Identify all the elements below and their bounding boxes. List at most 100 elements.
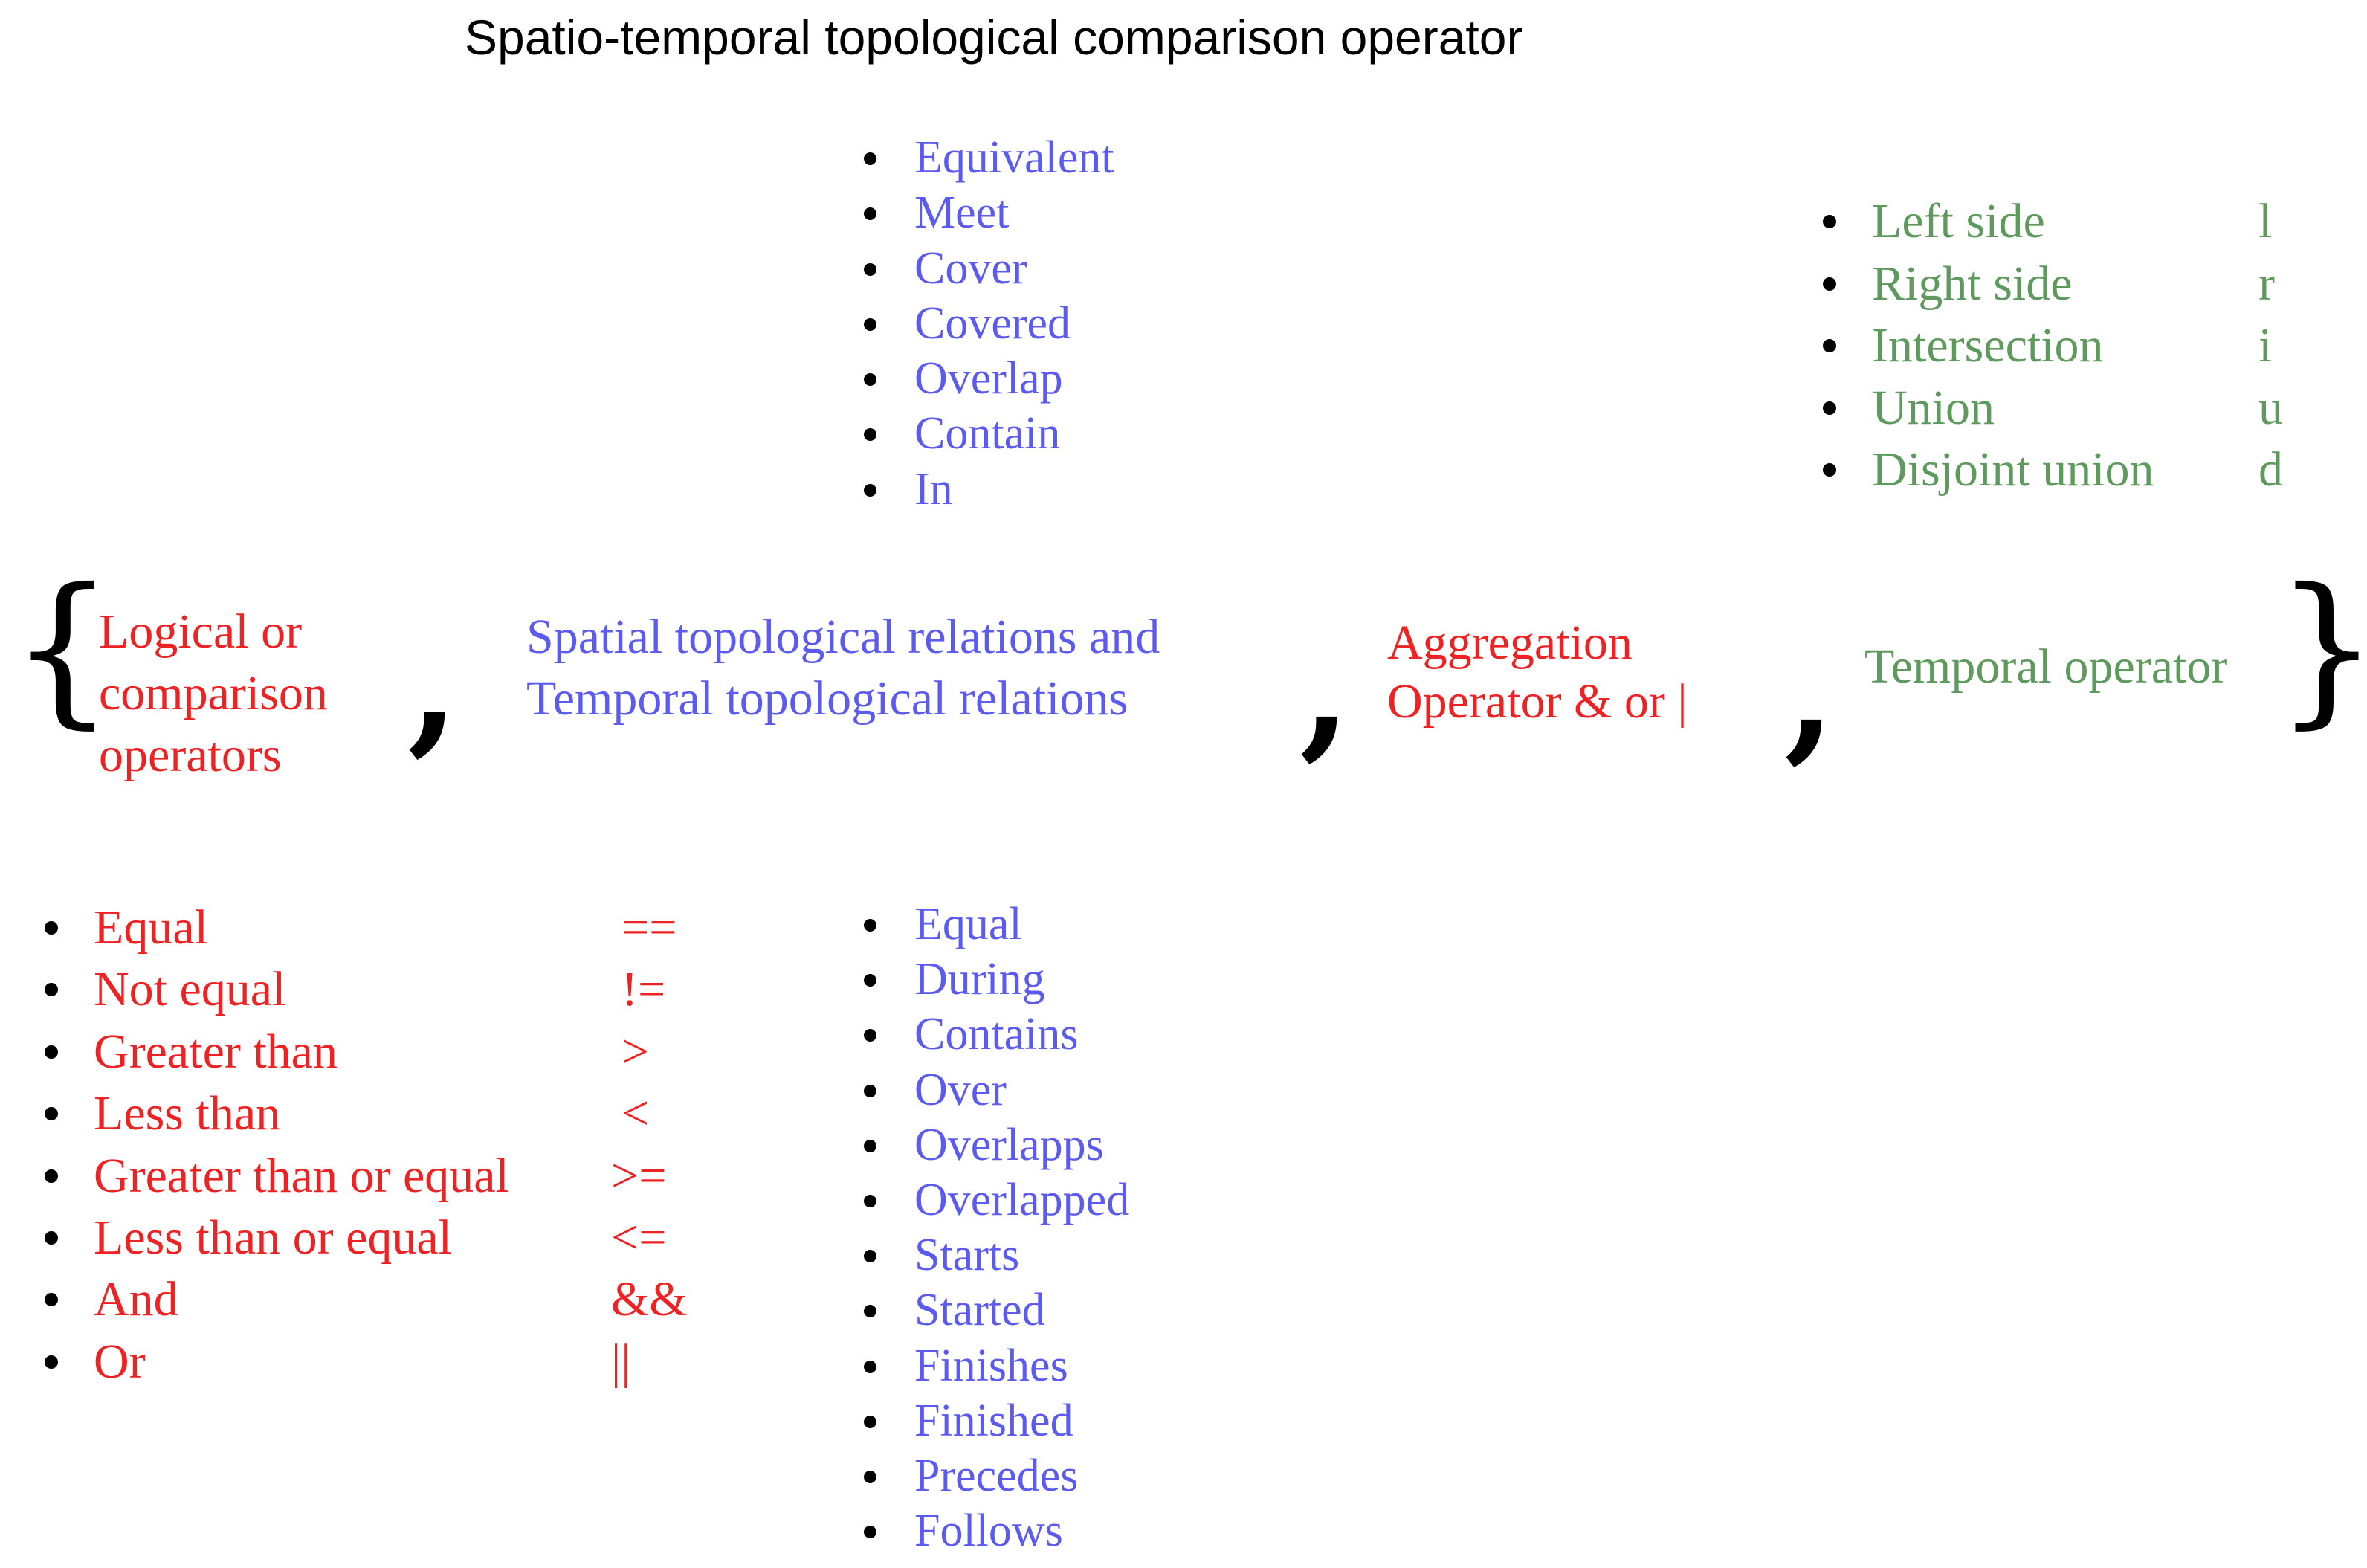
spatial-relation-item: Equivalent [862, 130, 1114, 185]
temporal-relation-item: Started [862, 1283, 1129, 1338]
temporal-relation-item: Starts [862, 1227, 1129, 1283]
temporal-group-label: Temporal operator [1864, 639, 2228, 694]
list-item-label: Over [914, 1064, 1007, 1115]
bullet-icon [1823, 463, 1836, 477]
comparison-operator-item: Not equal!= [42, 958, 665, 1020]
bullet-icon [1823, 277, 1836, 291]
operator-symbol: >= [611, 1148, 667, 1203]
logical-label-line: Logical or [99, 604, 303, 659]
list-item-label: Or [94, 1334, 146, 1389]
spatial-relation-item: Cover [862, 241, 1114, 296]
aggregation-label-line: Operator & or | [1387, 674, 1688, 729]
bullet-icon [864, 207, 876, 221]
spatial-label-line: Temporal topological relations [526, 671, 1128, 726]
aggregation-group-label: Aggregation Operator & or | [1387, 601, 1688, 743]
list-item-label: Follows [914, 1506, 1063, 1557]
logical-label-line: operators [99, 728, 282, 782]
separator-comma: , [1299, 601, 1352, 775]
list-item-label: Started [914, 1285, 1045, 1336]
list-item-label: Greater than or equal [94, 1148, 509, 1203]
temporal-relation-item: Finishes [862, 1338, 1129, 1393]
list-item-label: Union [1872, 380, 1995, 435]
bullet-icon [864, 373, 876, 387]
list-item-label: Disjoint union [1872, 442, 2154, 497]
spatial-label-line: Spatial topological relations and [526, 610, 1160, 664]
temporal-relation-item: Follows [862, 1503, 1129, 1558]
list-item-label: Meet [914, 187, 1010, 239]
bullet-icon [1823, 401, 1836, 415]
temporal-operator-item: Right side r [1820, 253, 2275, 315]
close-brace: } [2275, 567, 2367, 730]
list-item-label: And [94, 1272, 178, 1327]
operator-symbol: || [611, 1334, 631, 1389]
bullet-icon [864, 919, 876, 932]
bullet-icon [45, 921, 58, 935]
temporal-operator-item: Disjoint union d [1820, 439, 2283, 501]
list-item-label: Not equal [94, 962, 286, 1017]
logical-group-label: Logical or comparison operators [99, 601, 328, 786]
list-item-label: Equal [914, 899, 1022, 949]
open-brace: { [10, 553, 114, 743]
comparison-operator-item: Equal == [42, 897, 676, 958]
list-item-label: Contains [914, 1009, 1079, 1060]
separator-comma: , [407, 596, 459, 771]
list-item-label: Overlapps [914, 1119, 1104, 1170]
list-item-label: Right side [1872, 256, 2073, 311]
operator-symbol: == [621, 900, 677, 955]
bullet-icon [45, 983, 58, 997]
operator-code: l [2258, 194, 2273, 248]
bullet-icon [45, 1045, 58, 1059]
temporal-relation-item: Finished [862, 1393, 1129, 1448]
bullet-icon [45, 1107, 58, 1121]
bullet-icon [864, 1526, 876, 1539]
operator-code: r [2258, 256, 2275, 311]
bullet-icon [1823, 339, 1836, 352]
aggregation-label-line: Aggregation [1387, 616, 1633, 670]
spatial-group-label: Spatial topological relations and Tempor… [526, 606, 1160, 729]
comparison-operator-item: Less than< [42, 1083, 649, 1144]
bullet-icon [864, 317, 876, 331]
list-item-label: Greater than [94, 1024, 338, 1079]
temporal-relation-item: Overlapps [862, 1117, 1129, 1172]
list-item-label: Overlap [914, 353, 1063, 404]
separator-comma: , [1784, 604, 1836, 778]
logical-label-line: comparison [99, 666, 328, 720]
operator-code: d [2258, 442, 2283, 497]
bullet-icon [864, 1250, 876, 1263]
temporal-relation-item: Precedes [862, 1448, 1129, 1503]
temporal-relation-item: Over [862, 1062, 1129, 1117]
list-item-label: Equal [94, 900, 208, 955]
comparison-operator-item: And&& [42, 1268, 688, 1330]
comparison-operator-item: Or || [42, 1331, 630, 1393]
spatial-relation-item: Contain [862, 406, 1114, 461]
temporal-relation-item: Equal [862, 897, 1129, 952]
list-item-label: Less than or equal [94, 1210, 453, 1265]
bullet-icon [45, 1355, 58, 1369]
list-item-label: Cover [914, 242, 1027, 294]
comparison-operator-item: Greater than> [42, 1021, 649, 1083]
bullet-icon [864, 1139, 876, 1152]
bullet-icon [864, 1360, 876, 1373]
operator-symbol: < [621, 1086, 650, 1141]
spatial-relation-item: Meet [862, 185, 1114, 240]
bullet-icon [864, 1084, 876, 1097]
list-item-label: Covered [914, 297, 1071, 349]
bullet-icon [864, 1194, 876, 1207]
list-item-label: During [914, 954, 1045, 1005]
temporal-relation-item: Overlapped [862, 1172, 1129, 1227]
operator-code: i [2258, 318, 2273, 372]
list-item-label: Finishes [914, 1340, 1068, 1391]
bullet-icon [45, 1230, 58, 1245]
bullet-icon [864, 1029, 876, 1042]
spatial-relation-item: Covered [862, 296, 1114, 351]
bullet-icon [45, 1293, 58, 1307]
list-item-label: Overlapped [914, 1174, 1130, 1225]
comparison-operator-item: Less than or equal<= [42, 1207, 666, 1268]
bullet-icon [864, 428, 876, 442]
bullet-icon [864, 1415, 876, 1428]
